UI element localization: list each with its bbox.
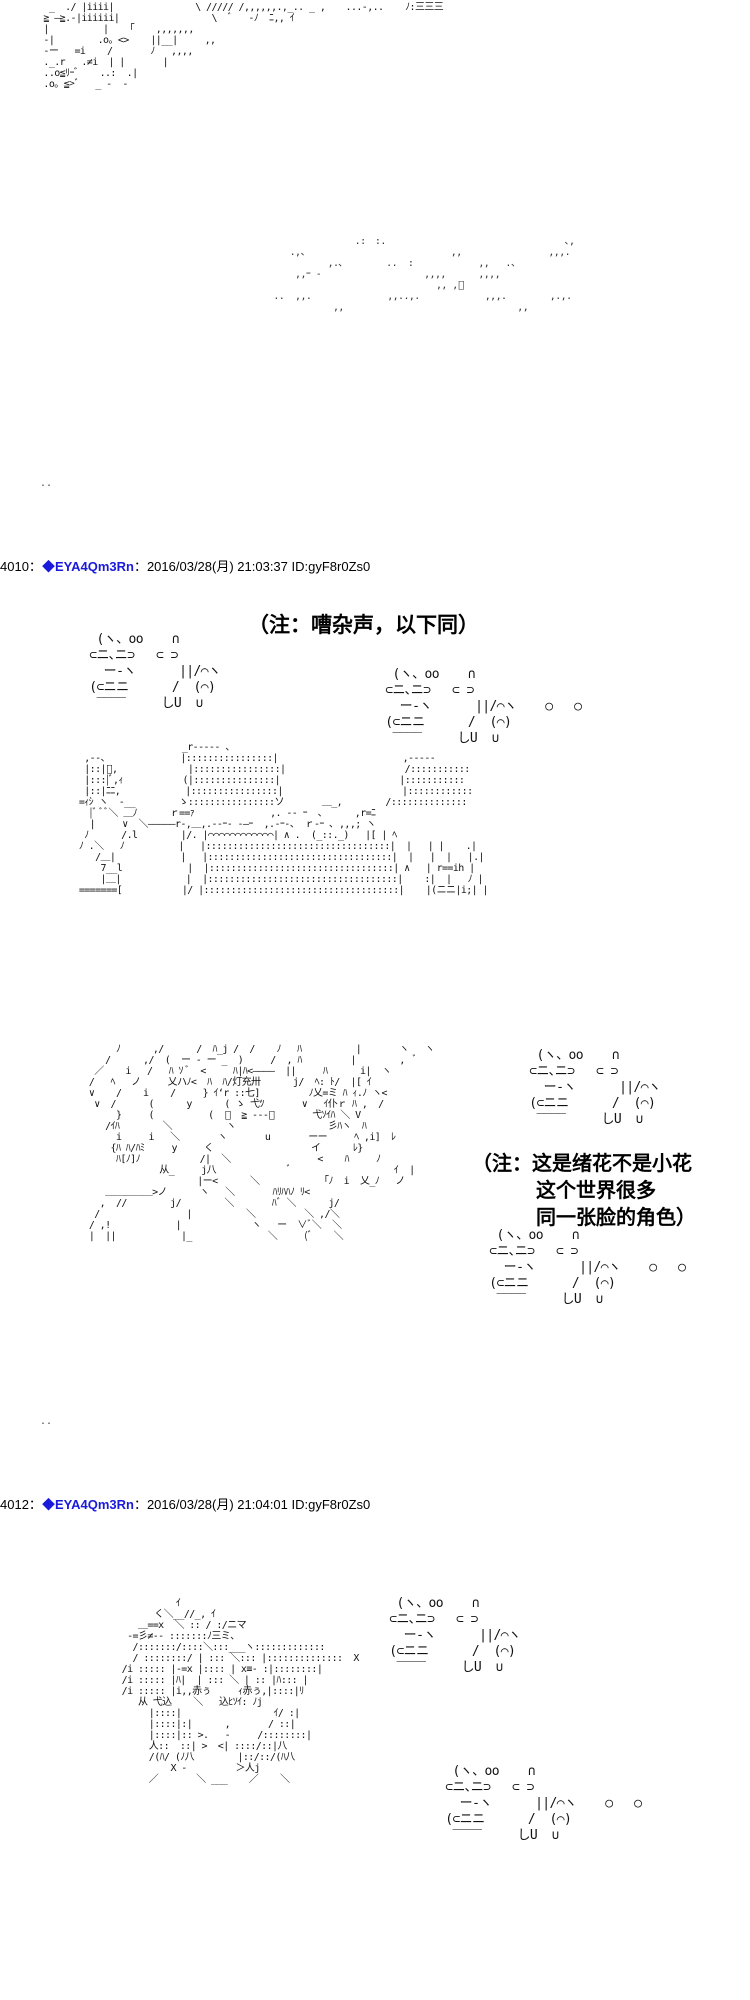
ascii-art-counter-scene: _r‐---- 、 ,--、 |::::::::::::::::| ,-----…: [78, 742, 489, 896]
ascii-noise-bubble: (ヽ、oo ∩ ⊂ニ､ニ⊃ ⊂ ⊃ ー-ヽ ||/⌒ヽ ○ ○ (⊂ニニ / (…: [445, 1764, 642, 1843]
note-line: （注：这是绪花不是小花: [472, 1151, 692, 1175]
trip-diamond-icon: ◆: [41, 1497, 55, 1512]
post-date-id: ：2016/03/28(月) 21:04:01 ID:gyF8r0Zs0: [133, 1497, 371, 1512]
post-number: 4010: [0, 559, 29, 574]
post-header-4010: 4010：◆EYA4Qm3Rn：2016/03/28(月) 21:03:37 I…: [0, 556, 370, 575]
note-character: （注：这是绪花不是小花 这个世界很多 同一张脸的角色）: [472, 1150, 696, 1231]
post-separator: ：: [28, 559, 42, 574]
ascii-noise-bubble: (ヽ、oo ∩ ⊂ニ､ニ⊃ ⊂ ⊃ ー-ヽ ||/⌒ヽ (⊂ニニ / (⌒) ‾…: [89, 632, 221, 711]
ascii-noise-bubble: (ヽ、oo ∩ ⊂ニ､ニ⊃ ⊂ ⊃ ー-ヽ ||/⌒ヽ ○ ○ (⊂ニニ / (…: [385, 667, 582, 746]
ascii-art-character-standing: ｲ く＼__//_, ｲ ＿==x ＼ :: / :/ニマ -=彡≠-‐ :::…: [121, 1598, 360, 1785]
ascii-noise-bubble: (ヽ、oo ∩ ⊂ニ､ニ⊃ ⊂ ⊃ ー-ヽ ||/⌒ヽ (⊂ニニ / (⌒) ‾…: [389, 1596, 521, 1675]
note-line: 这个世界很多: [536, 1178, 656, 1202]
note-noise: （注：嘈杂声，以下同）: [248, 613, 479, 637]
post-header-4012: 4012：◆EYA4Qm3Rn：2016/03/28(月) 21:04:01 I…: [0, 1494, 370, 1513]
note-line: 同一张脸的角色）: [536, 1205, 696, 1229]
ascii-noise-bubble: (ヽ、oo ∩ ⊂ニ､ニ⊃ ⊂ ⊃ ー-ヽ ||/⌒ヽ (⊂ニニ / (⌒) ‾…: [529, 1048, 661, 1127]
post-number: 4012: [0, 1497, 29, 1512]
poster-name-link[interactable]: EYA4Qm3Rn: [54, 559, 134, 574]
ascii-art-landscape-scene: _ ./ |iiii| \ ///// /,,,,,,.,_.. _ , ...…: [43, 2, 444, 90]
post-separator: ：: [28, 1497, 42, 1512]
scene-end-dots: ..: [40, 478, 53, 489]
ascii-art-landscape-scene-right: .: :. ､, .,、 ,, ,,,. ,.､ .. : ,, .、 ,,ｰ …: [273, 236, 575, 313]
poster-name-link[interactable]: EYA4Qm3Rn: [54, 1497, 134, 1512]
ascii-art-face-closeup: ﾉ ,/ / ﾊ_j / / ﾉ ﾊ | ヽ ヽ / ,/ ( ー ‐ ー _ …: [88, 1044, 435, 1242]
ascii-noise-bubble: (ヽ、oo ∩ ⊂ニ､ニ⊃ ⊂ ⊃ ー-ヽ ||/⌒ヽ ○ ○ (⊂ニニ / (…: [489, 1228, 686, 1307]
post-end-dots: ..: [40, 1416, 53, 1427]
post-date-id: ：2016/03/28(月) 21:03:37 ID:gyF8r0Zs0: [133, 559, 371, 574]
trip-diamond-icon: ◆: [41, 559, 55, 574]
